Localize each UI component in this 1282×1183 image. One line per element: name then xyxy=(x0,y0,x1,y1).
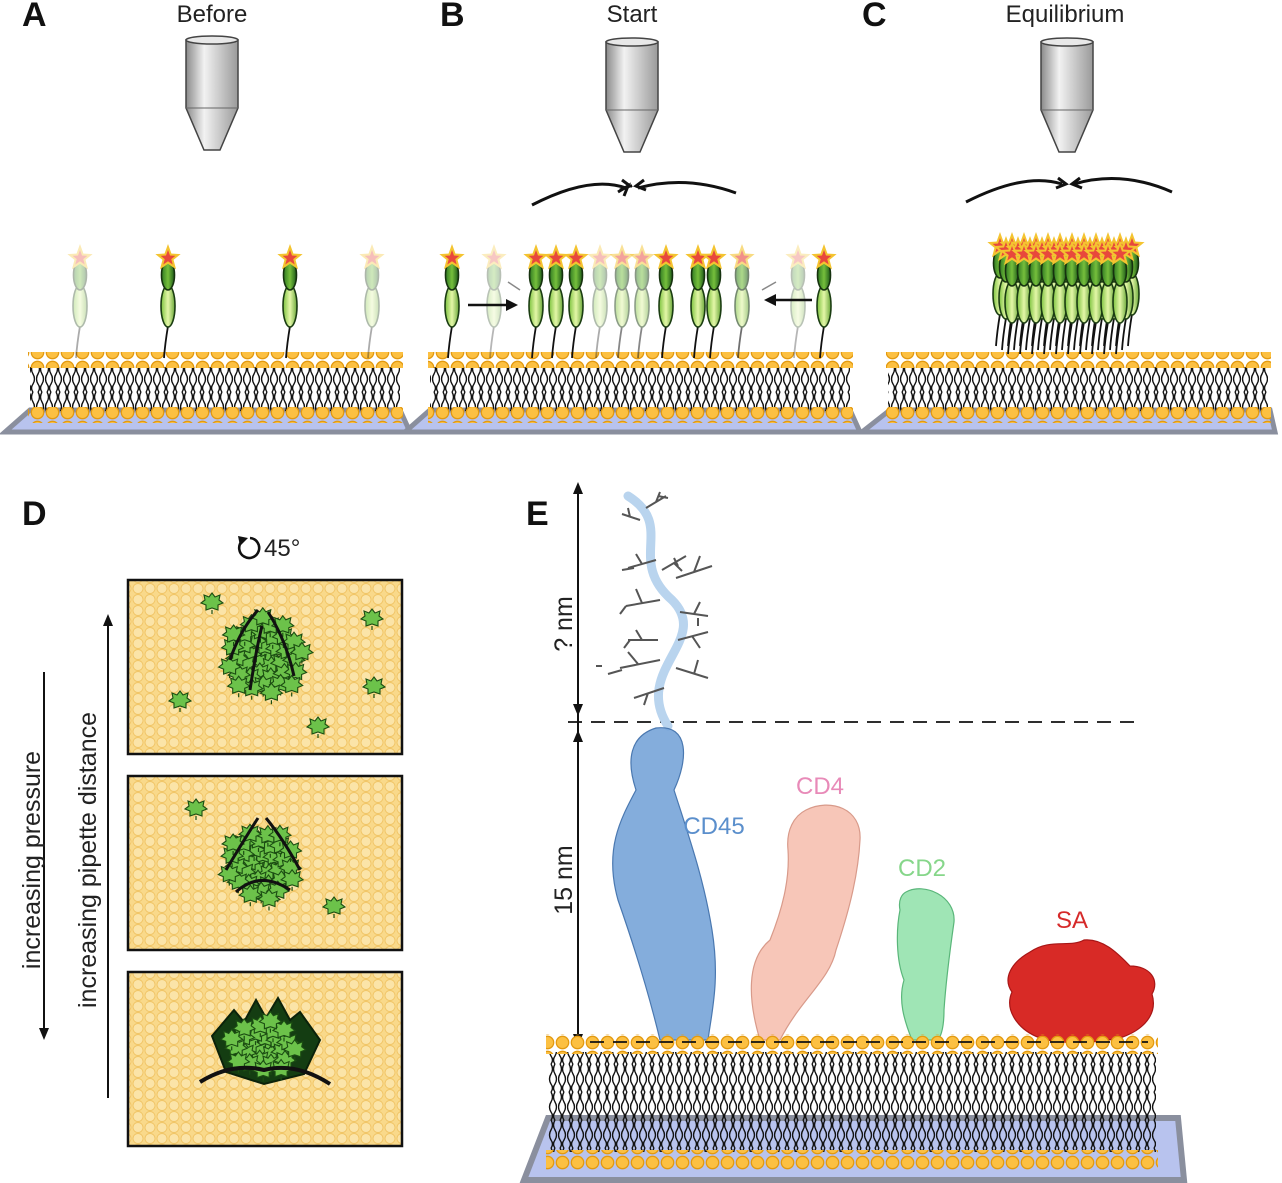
protein-stalk xyxy=(228,608,260,661)
protein-icon xyxy=(545,246,567,359)
protein-icon xyxy=(279,246,301,359)
protein-icon xyxy=(157,246,179,359)
rotation-angle: 45° xyxy=(264,535,300,562)
panel-b: B Start xyxy=(398,0,864,435)
protein-stalk xyxy=(248,625,264,691)
protein-cluster xyxy=(168,592,386,739)
membrane-bilayer xyxy=(854,352,1279,435)
glycan-height-label: ? nm xyxy=(550,596,578,652)
protein-cd4 xyxy=(750,804,861,1041)
protein-cluster xyxy=(989,234,1143,355)
panel-a-title: Before xyxy=(177,1,248,28)
panel-b-title: Start xyxy=(607,1,658,28)
panel-label-a: A xyxy=(22,0,47,34)
protein-sa xyxy=(1007,939,1156,1044)
protein-stalk xyxy=(224,817,260,871)
panel-label-d: D xyxy=(22,495,47,533)
protein-icon xyxy=(611,246,633,359)
panel-label-b: B xyxy=(440,0,465,34)
flow-arrows xyxy=(531,178,737,207)
pipette-tip-icon xyxy=(605,37,659,153)
membrane-bilayer xyxy=(519,1034,1188,1183)
protein-icon xyxy=(703,246,725,359)
panel-c: C Equilibrium xyxy=(854,0,1279,435)
protein-stalk xyxy=(264,817,302,871)
distance-arrow xyxy=(103,614,113,1098)
protein-icon xyxy=(483,246,505,359)
protein-cluster xyxy=(184,798,346,919)
diffusion-arrows xyxy=(468,281,812,311)
pipette-tip-icon xyxy=(185,35,239,151)
protein-stalk xyxy=(198,1065,332,1086)
panel-label-e: E xyxy=(526,495,549,533)
top-view-2 xyxy=(126,774,404,952)
cd45-label: CD45 xyxy=(683,813,744,840)
membrane-bilayer xyxy=(398,352,864,435)
top-view-1 xyxy=(126,578,404,756)
panel-c-title: Equilibrium xyxy=(1006,1,1125,28)
panel-a: A Before xyxy=(0,0,414,435)
panel-label-c: C xyxy=(862,0,887,34)
glycan-chain xyxy=(596,491,713,731)
protein-icon xyxy=(525,246,547,359)
top-view-3 xyxy=(126,970,404,1148)
protein-icon xyxy=(687,246,709,359)
panel-d: D 45° increasing pressure increasing pip… xyxy=(18,495,404,1148)
rotation-icon xyxy=(237,536,261,560)
protein-icon xyxy=(731,246,753,359)
protein-icon xyxy=(565,246,587,359)
ectodomain-height-label: 15 nm xyxy=(550,845,578,914)
protein-stalk xyxy=(266,611,296,677)
protein-cd45 xyxy=(612,727,716,1041)
membrane-bilayer xyxy=(0,352,414,435)
height-scale xyxy=(573,482,583,1046)
protein-icon xyxy=(813,246,835,359)
panel-e: E ? nm 15 nm xyxy=(519,482,1188,1183)
protein-row xyxy=(69,246,383,359)
cd2-label: CD2 xyxy=(898,855,946,882)
flow-arrows xyxy=(965,176,1173,204)
pipette-distance-label: increasing pipette distance xyxy=(74,712,102,1008)
protein-icon xyxy=(631,246,653,359)
protein-icon xyxy=(361,246,383,359)
cd4-label: CD4 xyxy=(796,773,844,800)
protein-cd2 xyxy=(896,888,955,1041)
protein-icon xyxy=(69,246,91,359)
pressure-arrow xyxy=(39,672,49,1040)
protein-icon xyxy=(589,246,611,359)
protein-icon xyxy=(787,246,809,359)
pressure-label: increasing pressure xyxy=(18,751,46,969)
protein-icon xyxy=(655,246,677,359)
protein-stalk xyxy=(234,879,291,894)
protein-cluster xyxy=(198,995,332,1086)
protein-icon xyxy=(441,246,463,359)
sa-label: SA xyxy=(1056,907,1088,934)
pipette-tip-icon xyxy=(1040,37,1094,153)
